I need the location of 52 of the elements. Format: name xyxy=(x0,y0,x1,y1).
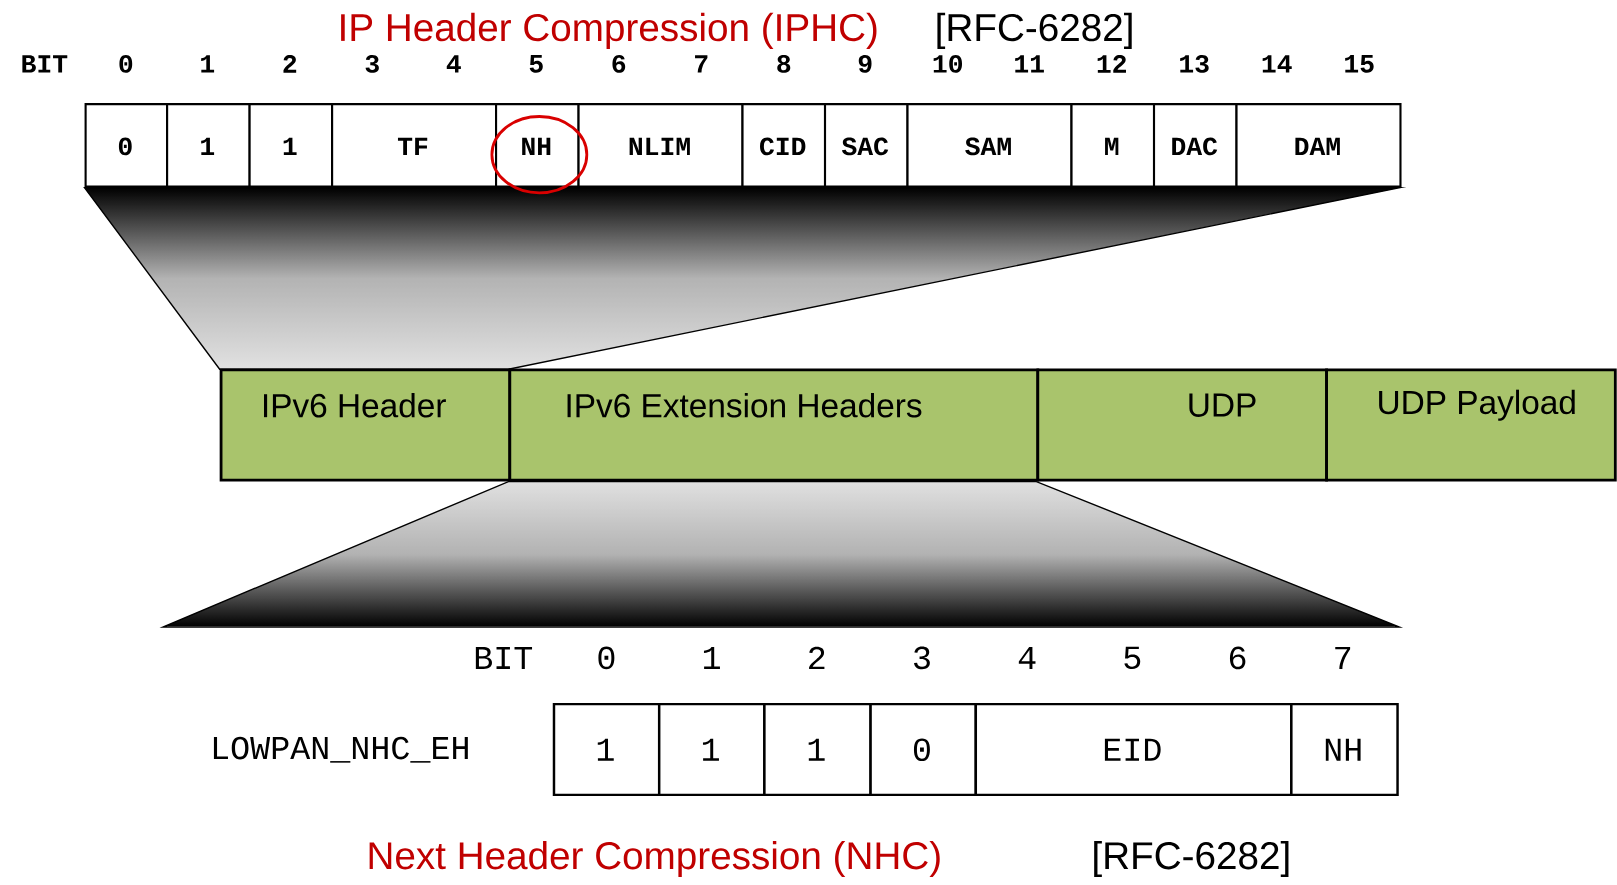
header-segment: UDP xyxy=(1036,368,1328,482)
bit-number: 4 xyxy=(446,55,461,73)
field-name: LOWPAN_NHC_EH xyxy=(213,736,468,763)
bit-label: BIT xyxy=(22,55,68,73)
bit-number: 4 xyxy=(1018,647,1036,669)
field-cell: 0 xyxy=(869,703,977,797)
field-cell: 1 xyxy=(552,703,661,797)
bit-number: 5 xyxy=(529,55,543,73)
bit-number: 11 xyxy=(1015,55,1044,73)
bit-number: 7 xyxy=(695,55,708,73)
bit-number: 6 xyxy=(612,55,626,73)
title: IP Header Compression (IPHC) xyxy=(341,12,877,49)
bit-number: 14 xyxy=(1262,55,1292,73)
field-cell: 1 xyxy=(763,703,872,797)
field-cell: DAM xyxy=(1235,103,1402,188)
field-cell: TF xyxy=(331,103,498,188)
header-segment: IPv6 Extension Headers xyxy=(508,368,1040,482)
field-cell: NH xyxy=(1290,703,1399,797)
field-cell: 1 xyxy=(657,703,766,797)
field-cell: NH xyxy=(495,103,580,188)
field-cell: 0 xyxy=(84,103,169,188)
field-cell: M xyxy=(1070,103,1156,188)
field-cell: 1 xyxy=(248,103,334,188)
field-cell: DAC xyxy=(1152,103,1238,188)
bit-number: 3 xyxy=(914,646,930,670)
bit-number: 1 xyxy=(703,647,720,669)
bit-number: 2 xyxy=(283,55,297,73)
bit-number: 9 xyxy=(858,55,872,73)
bit-number: 5 xyxy=(1124,646,1141,670)
bit-number: 7 xyxy=(1335,647,1351,669)
caption: Next Header Compression (NHC) xyxy=(369,841,940,878)
bit-number: 0 xyxy=(119,55,133,73)
caption-reference: [RFC-6282] xyxy=(1094,841,1289,878)
field-cell: SAM xyxy=(906,103,1073,188)
title-reference: [RFC-6282] xyxy=(937,12,1132,49)
header-segment: IPv6 Header xyxy=(219,368,512,482)
bit-number: 0 xyxy=(598,646,615,670)
field-cell: 1 xyxy=(166,103,251,188)
bit-number: 6 xyxy=(1229,646,1246,670)
bit-number: 12 xyxy=(1097,55,1126,73)
bit-number: 15 xyxy=(1345,55,1374,73)
bit-number: 13 xyxy=(1180,55,1209,73)
bit-number: 3 xyxy=(365,55,379,73)
field-cell: SAC xyxy=(823,103,909,188)
field-cell: CID xyxy=(741,103,827,188)
header-segment: UDP Payload xyxy=(1325,368,1617,482)
bit-number: 2 xyxy=(809,646,825,670)
bit-number: 8 xyxy=(777,55,791,73)
bit-number: 10 xyxy=(933,55,962,73)
bit-label: BIT xyxy=(475,647,533,669)
field-cell: NLIM xyxy=(577,103,744,188)
bit-number: 1 xyxy=(201,55,215,73)
